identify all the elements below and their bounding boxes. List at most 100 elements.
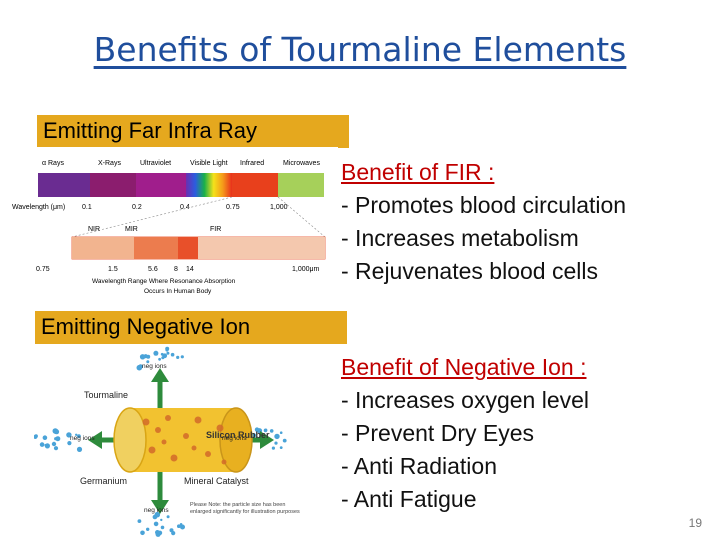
ion-dot [66,432,72,438]
svg-text:0.75: 0.75 [226,204,240,211]
svg-text:Wavelength Range Where Resonan: Wavelength Range Where Resonance Absorpt… [92,278,236,285]
ion-dot [146,360,150,364]
ion-dot [180,355,184,359]
svg-text:0.75: 0.75 [36,266,50,273]
band-xray [90,173,136,197]
band-label: X-Rays [98,160,121,167]
svg-text:8: 8 [174,266,178,273]
band-label: Visible Light [190,160,228,167]
negative-ion-benefit-list: Benefit of Negative Ion : - Increases ox… [341,351,589,516]
svg-text:Occurs In Human Body: Occurs In Human Body [144,288,212,295]
ion-dot [263,428,268,433]
fir-benefit-heading: Benefit of FIR : [341,159,495,185]
ion-dot [166,515,170,519]
band-alpha [38,173,90,197]
band-label: Infrared [240,160,264,167]
neg-ion-tag: neg ions [142,363,167,370]
svg-text:FIR: FIR [210,226,221,233]
svg-text:14: 14 [186,266,194,273]
ion-dot [54,429,60,435]
svg-text:0.4: 0.4 [180,204,190,211]
ion-dot [67,441,72,446]
wavelength-label: Wavelength (μm) [12,204,65,211]
germanium-label: Germanium [80,476,127,486]
band-uv [136,173,186,197]
ion-dot [269,429,274,433]
svg-text:MIR: MIR [125,226,138,233]
ion-dot [179,523,183,526]
ion-dot [165,348,169,352]
ion-dot [77,434,81,438]
ion-dot [53,446,59,451]
fir-benefit-list: Benefit of FIR : - Promotes blood circul… [341,156,626,288]
ion-dot [140,530,145,536]
negative-ion-benefit-item: - Increases oxygen level [341,387,590,413]
negative-ion-benefit-heading: Benefit of Negative Ion : [341,354,587,380]
ion-dot [34,434,38,439]
band-label: α Rays [42,160,64,167]
svg-text:NIR: NIR [88,226,100,233]
fir-resonance-bar [178,237,198,259]
ion-dot [158,357,161,361]
svg-text:1,000μm: 1,000μm [292,266,320,273]
fir-benefit-item: - Increases metabolism [341,225,579,251]
slide-number: 19 [688,516,702,530]
silicon-rubber-label: Silicon Rubber [206,430,270,440]
ion-dot [254,427,260,432]
ion-dot [152,514,158,520]
neg-ion-tag: neg ions [222,435,247,442]
ion-dot [139,365,143,369]
band-visible [186,173,232,197]
ion-dot [75,433,78,436]
negative-ion-label: Emitting Negative Ion [35,311,347,344]
ion-dot [153,521,159,527]
ion-dot [181,526,185,529]
ion-dot [274,433,280,440]
ion-dot [160,518,163,522]
negative-ion-benefit-item: - Anti Radiation [341,453,497,479]
ion-dot [54,437,58,441]
ion-dot [42,435,48,440]
band-label: Microwaves [283,160,320,167]
ion-dot [76,446,83,452]
ion-dot [146,527,150,531]
ion-dot [137,519,142,523]
svg-text:1.5: 1.5 [108,266,118,273]
ion-dot [271,446,275,450]
ion-dot [51,441,57,447]
svg-text:0.2: 0.2 [132,204,142,211]
svg-text:0.1: 0.1 [82,204,92,211]
svg-text:1,000: 1,000 [270,204,288,211]
ion-dot [166,351,170,355]
fir-spectrum-figure: α Rays X-Rays Ultraviolet Visible Light … [0,147,338,299]
figure-note: Please Note: the particle size has been … [190,502,300,515]
negative-ion-figure: Silicon Rubber Tourmaline Germanium Mine… [34,346,304,538]
slide-title: Benefits of Tourmaline Elements [93,30,627,69]
tourmaline-label: Tourmaline [84,390,128,400]
ion-dot [153,350,159,356]
silicon-rubber-cylinder [130,408,236,472]
neg-ion-tag: neg ions [144,507,169,514]
negative-ion-benefit-item: - Prevent Dry Eyes [341,420,534,446]
svg-text:5.6: 5.6 [148,266,158,273]
fir-benefit-item: - Promotes blood circulation [341,192,627,218]
ion-dot [143,354,148,359]
ion-dot [160,525,165,530]
ion-dot [274,441,278,445]
band-infrared [232,173,278,197]
fir-benefit-item: - Rejuvenates blood cells [341,258,598,284]
ion-dot [282,438,287,443]
band-label: Ultraviolet [140,160,171,167]
fir-label: Emitting Far Infra Ray [37,115,349,148]
neg-ion-tag: neg ions [70,435,95,442]
ion-dot [44,443,50,449]
band-microwaves [278,173,324,197]
ion-dot [162,353,168,359]
ion-dot [279,446,283,449]
ion-dot [176,355,180,359]
ion-dot [169,528,174,533]
ion-dot [177,524,181,528]
ion-dot [279,431,283,434]
ion-dot [155,530,160,535]
mineral-catalyst-label: Mineral Catalyst [184,476,249,486]
